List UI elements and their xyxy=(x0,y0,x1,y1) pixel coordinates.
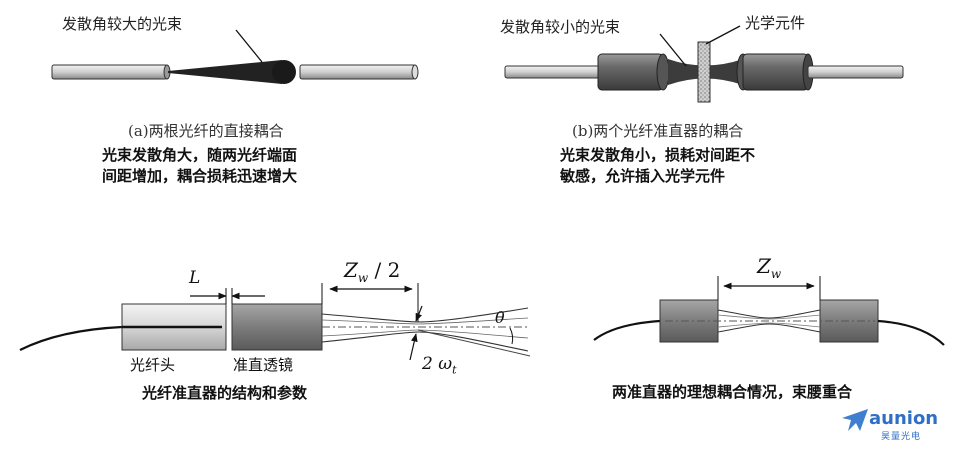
beam-label-leader-b xyxy=(659,33,687,67)
panel-c-caption: 光纤准直器的结构和参数 xyxy=(142,384,308,402)
left-collimator xyxy=(597,53,664,91)
panel-b-element-label: 光学元件 xyxy=(745,14,806,32)
collimating-lens-label: 准直透镜 xyxy=(233,356,294,374)
fiber-cable-d-right xyxy=(877,319,945,346)
theta-arc xyxy=(509,327,514,345)
gaussian-beam-d xyxy=(717,309,821,319)
aunion-logo-mark xyxy=(842,409,868,431)
logo-name: aunion xyxy=(869,408,939,429)
fiber-cable-d-left xyxy=(593,319,661,341)
panel-a-note-line1: 光束发散角大，随两光纤端面 xyxy=(102,146,298,164)
panel-b-collimators xyxy=(504,25,904,103)
element-label-leader xyxy=(705,25,741,45)
panel-a-caption: (a)两根光纤的直接耦合 xyxy=(128,122,284,140)
fiber-cable-c xyxy=(19,325,123,351)
right-fiber xyxy=(299,64,416,80)
label-L: L xyxy=(189,268,201,288)
panel-a-beam-label: 发散角较大的光束 xyxy=(62,15,183,33)
panel-d-caption: 两准直器的理想耦合情况，束腰重合 xyxy=(612,383,853,401)
beam-label-leader xyxy=(235,29,263,63)
panel-d-ideal-coupling xyxy=(593,276,945,346)
wide-divergent-beam xyxy=(168,60,282,84)
panel-a-fibers xyxy=(51,29,419,84)
panel-b-beam-label: 发散角较小的光束 xyxy=(500,18,621,36)
label-zw-half: Zw / 2 xyxy=(344,258,401,285)
panel-a-note-line2: 间距增加，耦合损耗迅速增大 xyxy=(102,167,298,185)
panel-b-caption: (b)两个光纤准直器的耦合 xyxy=(572,122,744,140)
logo-subtitle: 昊量光电 xyxy=(881,432,922,442)
left-fiber xyxy=(51,64,168,80)
fiber-head-label: 光纤头 xyxy=(130,356,176,374)
label-waist-2omega: 2 ωt xyxy=(422,354,457,377)
right-collimator xyxy=(742,53,809,91)
label-theta: θ xyxy=(495,308,505,327)
label-zw: Zw xyxy=(757,254,782,281)
optical-element xyxy=(697,41,711,103)
panel-b-note-line1: 光束发散角小，损耗对间距不 xyxy=(560,146,756,164)
collimating-lens xyxy=(231,303,323,351)
panel-b-note-line2: 敏感，允许插入光学元件 xyxy=(560,167,726,185)
panel-c-collimator-structure xyxy=(19,283,531,361)
